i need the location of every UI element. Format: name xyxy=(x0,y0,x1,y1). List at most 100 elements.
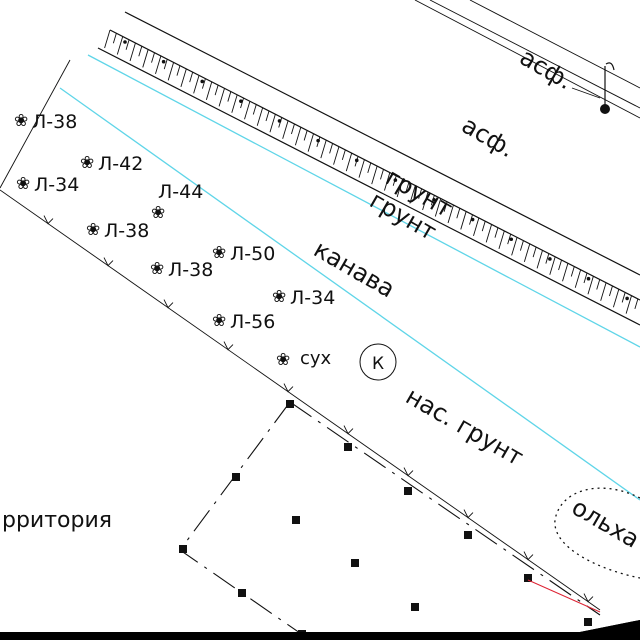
hatch-tick xyxy=(430,195,435,206)
hatch-tick xyxy=(634,298,639,310)
hatch-tick xyxy=(422,191,429,211)
hatch-tick xyxy=(562,263,569,282)
fence-point xyxy=(238,589,246,597)
flower-icon-dry: ❀ xyxy=(276,350,290,370)
hatch-tick xyxy=(460,211,467,230)
hatch-tick xyxy=(609,285,613,297)
hatch-tick xyxy=(532,246,537,258)
hatch-tick xyxy=(434,198,442,217)
hatch-tick xyxy=(380,169,384,180)
fence-point xyxy=(286,400,294,408)
tree-icon: ❀ xyxy=(151,203,165,223)
hatch-tick xyxy=(307,133,314,152)
hatch-tick xyxy=(316,136,321,148)
tree-label: ❀Л-34 xyxy=(16,174,79,196)
tree-label-text: Л-34 xyxy=(34,174,79,196)
hatch-tick xyxy=(392,175,397,186)
boundary-arrow xyxy=(103,257,114,267)
embankment-lines xyxy=(97,11,640,326)
hatch-tick xyxy=(129,42,136,62)
hatch-tick xyxy=(269,114,276,133)
boundary-arrow xyxy=(283,383,294,393)
fence-point xyxy=(179,545,187,553)
hatch-tick xyxy=(265,110,270,122)
boundary-arrow xyxy=(403,467,414,477)
hatch-tick xyxy=(545,253,550,264)
hatch-tick xyxy=(384,172,391,191)
hatch-tick xyxy=(612,289,620,308)
tree-icon: ❀ xyxy=(212,311,226,331)
label-territory: рритория xyxy=(2,508,112,533)
hatch-tick xyxy=(625,295,632,314)
embankment-dot xyxy=(161,59,166,64)
hatch-tick xyxy=(320,140,327,159)
fence-point xyxy=(344,443,352,451)
hatch-tick xyxy=(155,55,162,75)
hatch-tick xyxy=(469,214,473,225)
embankment-dot xyxy=(625,296,629,301)
hatch-tick xyxy=(218,88,225,107)
boundary-arrow xyxy=(463,509,474,519)
hatch-tick xyxy=(193,75,200,94)
slope-hatching xyxy=(104,29,639,314)
hatch-tick xyxy=(180,68,187,88)
hatch-tick xyxy=(523,243,531,262)
tree-icon: ❀ xyxy=(80,153,94,173)
tree-label: ❀Л-42 xyxy=(80,153,143,175)
hatch-tick xyxy=(240,97,244,109)
hatch-tick xyxy=(621,292,626,303)
tree-icon: ❀ xyxy=(150,259,164,279)
hatch-tick xyxy=(291,123,295,135)
tree-label-text: Л-56 xyxy=(230,311,275,333)
hatch-tick xyxy=(418,188,423,199)
hatch-tick xyxy=(396,178,403,198)
hatch-tick xyxy=(333,146,340,165)
fence-point xyxy=(404,487,412,495)
embankment-dot xyxy=(548,257,552,261)
hatch-tick xyxy=(498,230,505,250)
hatch-tick xyxy=(558,259,562,271)
label-dry: сух xyxy=(300,348,332,369)
tree-labels: ❀Л-38❀Л-34❀Л-42❀Л-44❀Л-38❀Л-50❀Л-38❀Л-34… xyxy=(14,111,335,333)
tree-label-text: Л-34 xyxy=(290,287,335,309)
hatch-tick xyxy=(163,59,168,70)
hatch-tick xyxy=(583,272,588,284)
hatch-tick xyxy=(116,36,124,55)
ditch-edges xyxy=(59,54,640,501)
svg-text:К: К xyxy=(372,354,384,374)
hatch-tick xyxy=(329,143,334,154)
fence-point xyxy=(351,559,359,567)
hatch-tick xyxy=(151,52,155,63)
hatch-tick xyxy=(294,127,302,146)
hatch-tick xyxy=(456,208,461,219)
hatch-tick xyxy=(303,130,308,141)
tree-label-text: Л-42 xyxy=(98,153,143,175)
fence-point xyxy=(584,618,592,626)
embankment-dots xyxy=(123,40,629,301)
alder-contour xyxy=(554,487,640,579)
hatch-tick xyxy=(125,39,130,50)
hatch-tick xyxy=(494,227,499,238)
hatch-tick xyxy=(189,71,194,83)
tree-label: ❀Л-38 xyxy=(14,111,77,133)
tree-icon: ❀ xyxy=(272,287,286,307)
hatch-tick xyxy=(167,62,175,81)
boundary-arrow xyxy=(163,299,174,309)
hatch-tick xyxy=(341,149,346,161)
boundary-arrow xyxy=(223,341,234,351)
hatch-tick xyxy=(549,256,556,275)
hatch-tick xyxy=(231,94,238,113)
hatch-tick xyxy=(205,81,213,100)
hatch-tick xyxy=(112,33,117,44)
boundary-line xyxy=(0,59,601,611)
hatch-tick xyxy=(367,162,372,173)
hatch-tick xyxy=(507,233,512,245)
hatch-tick xyxy=(176,65,181,76)
boundary-arrow xyxy=(583,593,594,603)
hatch-tick xyxy=(519,240,524,251)
embankment-dot xyxy=(586,276,591,281)
hatch-tick xyxy=(596,279,601,290)
